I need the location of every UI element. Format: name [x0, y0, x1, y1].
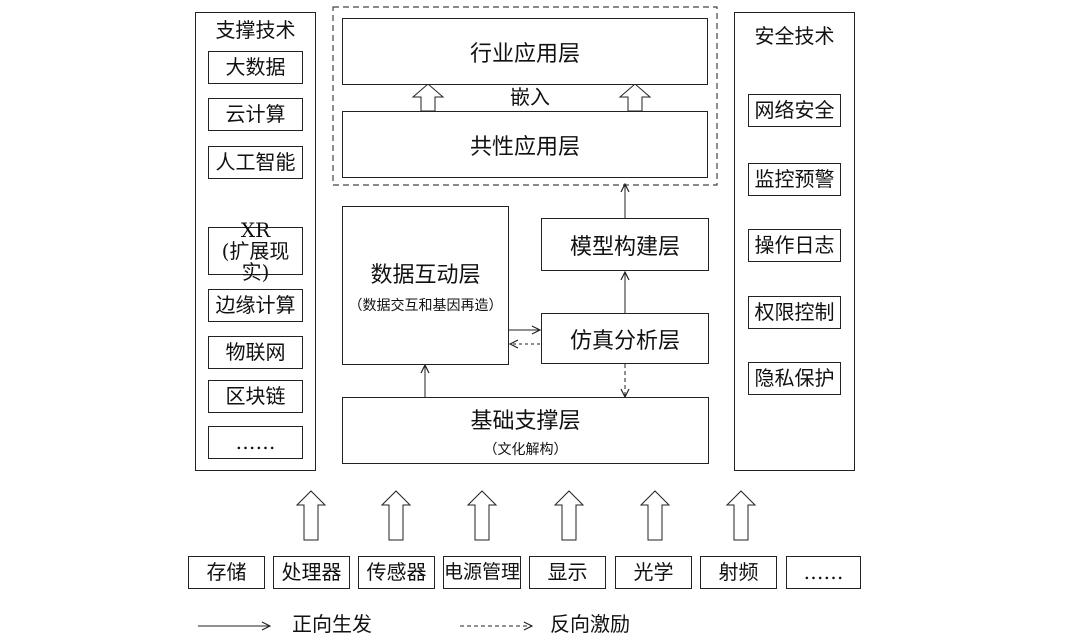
up-arrow-icon [466, 490, 498, 541]
hardware-display: 显示 [529, 556, 606, 589]
hardware-storage: 存储 [188, 556, 265, 589]
support-item-xr: XR (扩展现实) [208, 219, 303, 282]
hardware-rf: 射频 [700, 556, 777, 589]
security-item-monitoring: 监控预警 [748, 163, 841, 196]
data-interaction-layer: 数据互动层 （数据交互和基因再造） [342, 206, 509, 365]
foundation-title: 基础支撑层 [470, 408, 581, 434]
embed-label: 嵌入 [510, 85, 550, 109]
security-item-permissions: 权限控制 [748, 296, 841, 329]
support-item-ai: 人工智能 [208, 146, 303, 179]
up-arrow-icon [553, 490, 585, 541]
security-item-network: 网络安全 [748, 94, 841, 127]
embed-arrow-right-icon [618, 83, 652, 112]
xr-sub-label: (扩展现实) [221, 238, 290, 284]
up-arrow-icon [380, 490, 412, 541]
support-item-blockchain: 区块链 [208, 380, 303, 413]
support-item-more: …… [208, 426, 303, 459]
up-arrow-icon [639, 490, 671, 541]
hardware-up-arrows [295, 490, 757, 541]
security-item-logs: 操作日志 [748, 229, 841, 262]
legend-reverse-label: 反向激励 [550, 612, 630, 636]
hardware-power-management: 电源管理 [443, 556, 521, 589]
embed-arrow-left-icon [411, 83, 445, 112]
industry-application-layer: 行业应用层 [342, 18, 708, 85]
up-arrow-icon [295, 490, 327, 541]
data-interaction-subtitle: （数据交互和基因再造） [348, 297, 503, 314]
hardware-sensor: 传感器 [358, 556, 435, 589]
simulation-analysis-layer: 仿真分析层 [541, 313, 709, 364]
common-application-layer: 共性应用层 [342, 111, 708, 178]
support-item-cloud: 云计算 [208, 98, 303, 131]
hardware-more: …… [786, 556, 861, 589]
up-arrow-icon [725, 490, 757, 541]
support-item-big-data: 大数据 [208, 51, 303, 84]
support-tech-title: 支撑技术 [215, 18, 296, 42]
data-interaction-title: 数据互动层 [370, 262, 481, 288]
xr-label: XR [240, 217, 271, 242]
security-tech-title: 安全技术 [754, 24, 835, 48]
security-item-privacy: 隐私保护 [748, 362, 841, 395]
support-item-edge: 边缘计算 [208, 289, 303, 322]
hardware-optics: 光学 [615, 556, 692, 589]
support-item-iot: 物联网 [208, 336, 303, 369]
foundation-support-layer: 基础支撑层 （文化解构） [342, 397, 709, 464]
legend-forward-label: 正向生发 [292, 612, 372, 636]
hardware-processor: 处理器 [273, 556, 350, 589]
application-group-frame [332, 6, 718, 186]
foundation-subtitle: （文化解构） [483, 441, 568, 458]
model-building-layer: 模型构建层 [541, 218, 709, 271]
